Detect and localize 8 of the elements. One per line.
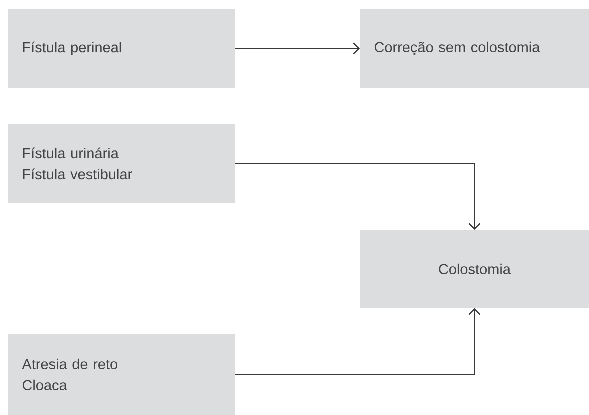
arrow bbox=[235, 163, 481, 230]
process-box: Atresia de reto Cloaca bbox=[8, 334, 236, 415]
arrow bbox=[235, 308, 481, 376]
process-box: Fístula urinária Fístula vestibular bbox=[8, 124, 236, 204]
arrow bbox=[235, 42, 360, 55]
process-box: Fístula perineal bbox=[8, 9, 236, 88]
process-box: Correção sem colostomia bbox=[360, 9, 589, 88]
process-box: Colostomia bbox=[360, 230, 589, 308]
